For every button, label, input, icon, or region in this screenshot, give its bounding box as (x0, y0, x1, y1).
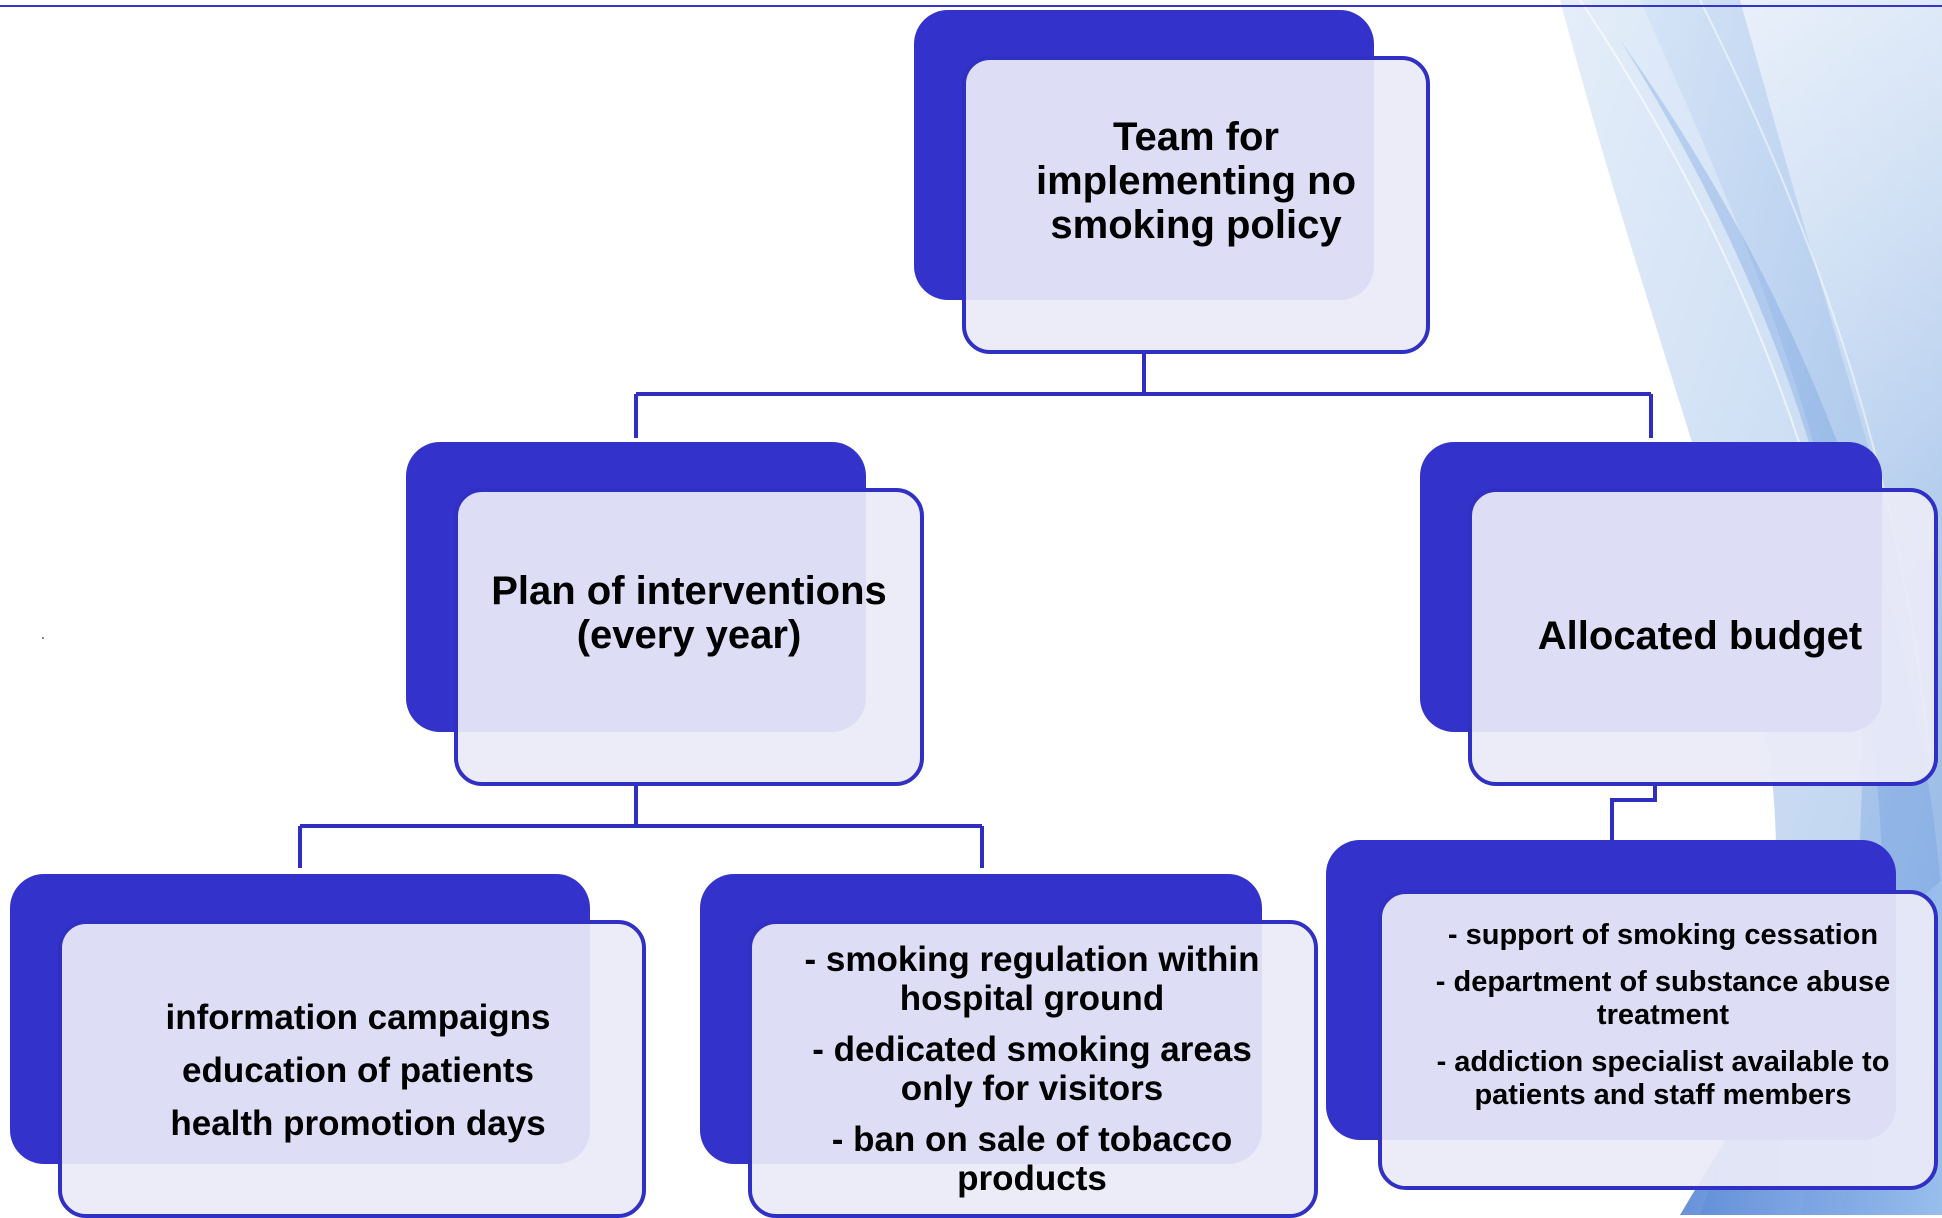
node-support-line-4: - addiction specialist available to (1436, 1045, 1890, 1078)
node-support-line-2: - department of substance abuse (1435, 965, 1891, 998)
node-budget-line-1: Allocated budget (1537, 614, 1863, 658)
node-support-box (1378, 890, 1938, 1190)
node-regulation-line-4: only for visitors (900, 1069, 1164, 1108)
node-regulation-line-1: - smoking regulation within (804, 940, 1260, 979)
node-regulation-label: - smoking regulation within hospital gro… (720, 934, 1344, 1204)
node-regulation-line-5: - ban on sale of tobacco (831, 1120, 1233, 1159)
node-campaigns-label: information campaigns education of patie… (58, 960, 658, 1180)
node-support-line-3: treatment (1596, 998, 1730, 1031)
node-campaigns-line-2: education of patients (182, 1050, 534, 1090)
node-team-line-1: Team for (1113, 115, 1279, 159)
node-team-label: Team for implementing no smoking policy (962, 56, 1430, 306)
node-regulation-line-6: products (957, 1159, 1107, 1198)
node-plan-box (454, 488, 924, 786)
node-campaigns-line-1: information campaigns (165, 997, 551, 1037)
top-rule (0, 5, 1942, 7)
node-budget-box (1468, 488, 1938, 786)
node-team-line-3: smoking policy (1050, 203, 1342, 247)
node-support-line-1: - support of smoking cessation (1447, 918, 1879, 951)
stray-dot (42, 637, 44, 639)
node-plan-line-1: Plan of interventions (491, 569, 887, 613)
node-support-line-5: patients and staff members (1474, 1078, 1852, 1111)
node-campaigns-box (58, 920, 646, 1218)
connector-budget-down (1610, 782, 1657, 840)
node-regulation-line-3: - dedicated smoking areas (812, 1030, 1252, 1069)
node-regulation-box (748, 920, 1318, 1218)
node-team-line-2: implementing no (1036, 159, 1356, 203)
node-campaigns-line-3: health promotion days (170, 1103, 546, 1143)
node-plan-line-2: (every year) (576, 613, 802, 657)
node-budget-label: Allocated budget (1468, 488, 1938, 784)
node-regulation-line-2: hospital ground (899, 979, 1165, 1018)
node-support-label: - support of smoking cessation - departm… (1378, 908, 1942, 1122)
node-plan-label: Plan of interventions (every year) (446, 488, 932, 738)
node-team-box (962, 56, 1430, 354)
